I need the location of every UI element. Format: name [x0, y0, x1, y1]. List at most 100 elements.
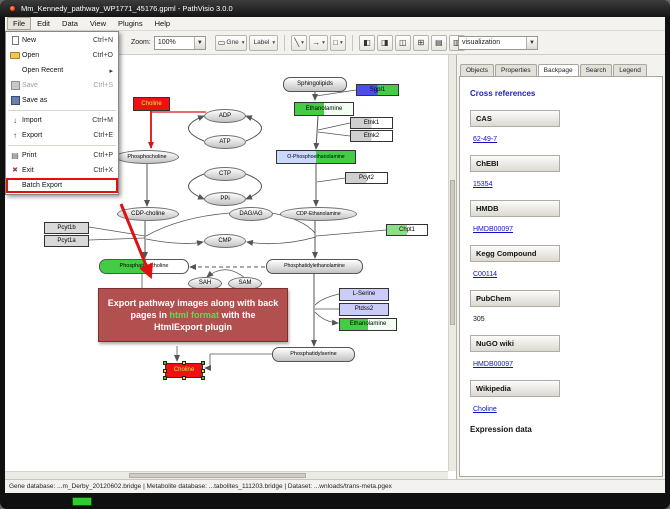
- node-label: L-Serine: [352, 291, 376, 297]
- corner-resize-handle[interactable]: [201, 361, 205, 365]
- node-pcyt1a[interactable]: Pcyt1a: [44, 235, 89, 247]
- align-left-button[interactable]: ◧: [358, 34, 375, 51]
- corner-resize-handle[interactable]: [201, 376, 205, 380]
- node-phosphatidylserine[interactable]: Phosphatidylserine: [272, 347, 355, 362]
- node-ctp[interactable]: CTP: [204, 167, 246, 181]
- horizontal-scroll-thumb[interactable]: [129, 473, 307, 478]
- node-pcyt2[interactable]: Pcyt2: [345, 172, 388, 184]
- node-phosphatidylethanolamine[interactable]: Phosphatidylethanolamine: [266, 259, 363, 274]
- backpage-value-chebi[interactable]: 15354: [473, 181, 493, 188]
- backpage-value-pubchem: 305: [473, 316, 485, 323]
- chevron-down-icon[interactable]: ▼: [193, 36, 205, 49]
- node-o-phosphoethanolamine[interactable]: O-Phosphoethanolamine: [276, 150, 356, 164]
- node-sphingolipids[interactable]: Sphingolipids: [283, 77, 347, 92]
- connector-tool-button[interactable]: →▾: [309, 34, 328, 51]
- node-cdp-choline[interactable]: CDP-choline: [117, 207, 179, 221]
- file-menu-item-save-as[interactable]: Save as: [6, 93, 118, 108]
- distribute-button[interactable]: ⊞: [412, 34, 429, 51]
- edge-etnk2-link: [317, 131, 351, 137]
- label-tool-button[interactable]: Label▾: [249, 34, 279, 51]
- annotation-text: Export pathway images along with back pa…: [106, 297, 280, 333]
- backpage-value-wikipedia[interactable]: Choline: [473, 406, 497, 413]
- menubar-item-data[interactable]: Data: [62, 19, 78, 28]
- node-label: Sphingolipids: [297, 81, 333, 87]
- node-ppi[interactable]: PPi: [204, 192, 246, 206]
- node-l-serine[interactable]: L-Serine: [339, 288, 389, 301]
- horizontal-scrollbar[interactable]: [5, 471, 448, 479]
- edge-resize-handle[interactable]: [182, 361, 186, 365]
- datanode-tool-button[interactable]: ▭Gne▾: [214, 34, 248, 51]
- stack-horizontal-button[interactable]: ▤: [430, 34, 447, 51]
- node-etnk2[interactable]: Etnk2: [350, 130, 393, 142]
- node-cdp-ethanolamine[interactable]: CDP-Ethanolamine: [280, 207, 357, 221]
- node-phosphatidylcholine[interactable]: Phosphatidylcholine: [99, 259, 189, 274]
- line-tool-button[interactable]: ╲▾: [291, 34, 308, 51]
- backpage-value-kegg-compound[interactable]: C00114: [473, 271, 498, 278]
- corner-resize-handle[interactable]: [163, 376, 167, 380]
- corner-resize-handle[interactable]: [163, 361, 167, 365]
- menubar-item-edit[interactable]: Edit: [37, 19, 51, 28]
- edge-resize-handle[interactable]: [182, 376, 186, 380]
- menu-separator: [8, 110, 116, 111]
- zoom-combobox[interactable]: 100% ▼: [153, 35, 206, 50]
- node-ethanolamine-top[interactable]: Ethanolamine: [294, 102, 354, 116]
- node-ptdss2[interactable]: Ptdss2: [339, 303, 389, 316]
- node-label: Etnk1: [363, 120, 380, 126]
- backpage-header-kegg-compound: Kegg Compound: [470, 245, 560, 262]
- align-center-button[interactable]: ◫: [394, 34, 411, 51]
- node-phosphocholine[interactable]: Phosphocholine: [115, 150, 179, 164]
- tab-objects[interactable]: Objects: [460, 64, 495, 76]
- node-chpt1[interactable]: Chpt1: [386, 224, 428, 236]
- tab-properties[interactable]: Properties: [495, 64, 537, 76]
- vertical-scrollbar[interactable]: [448, 55, 456, 471]
- backpage-value-cas[interactable]: 62-49-7: [473, 136, 498, 143]
- cross-references-title: Cross references: [470, 89, 536, 98]
- shape-tool-button[interactable]: □▾: [329, 34, 346, 51]
- node-pcyt1b[interactable]: Pcyt1b: [44, 222, 89, 234]
- menubar-item-plugins[interactable]: Plugins: [118, 19, 143, 28]
- annotation-text-highlight: html format: [169, 309, 220, 320]
- node-label: Pcyt1b: [57, 225, 76, 231]
- menubar-item-view[interactable]: View: [89, 19, 106, 28]
- backpage-value-nugo-wiki[interactable]: HMDB00097: [473, 361, 514, 368]
- menubar-item-help[interactable]: Help: [154, 19, 171, 28]
- chevron-down-icon[interactable]: ▼: [526, 36, 537, 49]
- vertical-scroll-thumb[interactable]: [450, 179, 455, 326]
- file-menu-item-batch-export[interactable]: Batch Export: [6, 178, 118, 193]
- node-sgpl1[interactable]: Sgpl1: [356, 84, 399, 96]
- tab-legend[interactable]: Legend: [613, 64, 647, 76]
- node-choline-bottom[interactable]: Choline: [163, 361, 205, 380]
- node-ethanolamine-lower[interactable]: Ethanolamine: [339, 318, 397, 331]
- node-cmp[interactable]: CMP: [204, 234, 246, 248]
- visualization-combobox[interactable]: visualization ▼: [458, 35, 538, 50]
- tab-search[interactable]: Search: [579, 64, 613, 76]
- align-right-button[interactable]: ◨: [376, 34, 393, 51]
- node-dag-ag[interactable]: DAG/AG: [229, 207, 273, 221]
- menu-item-label: Print: [22, 152, 37, 159]
- node-atp[interactable]: ATP: [204, 135, 246, 149]
- file-menu-item-open-recent[interactable]: Open Recent▸: [6, 63, 118, 78]
- connector-tool-icon: →: [312, 37, 321, 47]
- backpage-value-hmdb[interactable]: HMDB00097: [473, 226, 514, 233]
- backpage-header-nugo-wiki: NuGO wiki: [470, 335, 560, 352]
- menu-item-shortcut: Ctrl+X: [93, 167, 113, 174]
- edge-resize-handle[interactable]: [201, 368, 205, 373]
- edge-resize-handle[interactable]: [163, 368, 167, 373]
- tab-backpage[interactable]: Backpage: [537, 64, 579, 76]
- node-adp[interactable]: ADP: [204, 109, 246, 123]
- node-etnk1[interactable]: Etnk1: [350, 117, 393, 129]
- title-bar[interactable]: Mm_Kennedy_pathway_WP1771_45176.gpml - P…: [0, 0, 670, 17]
- menubar-item-file[interactable]: File: [7, 17, 32, 30]
- node-choline-top[interactable]: Choline: [133, 97, 170, 111]
